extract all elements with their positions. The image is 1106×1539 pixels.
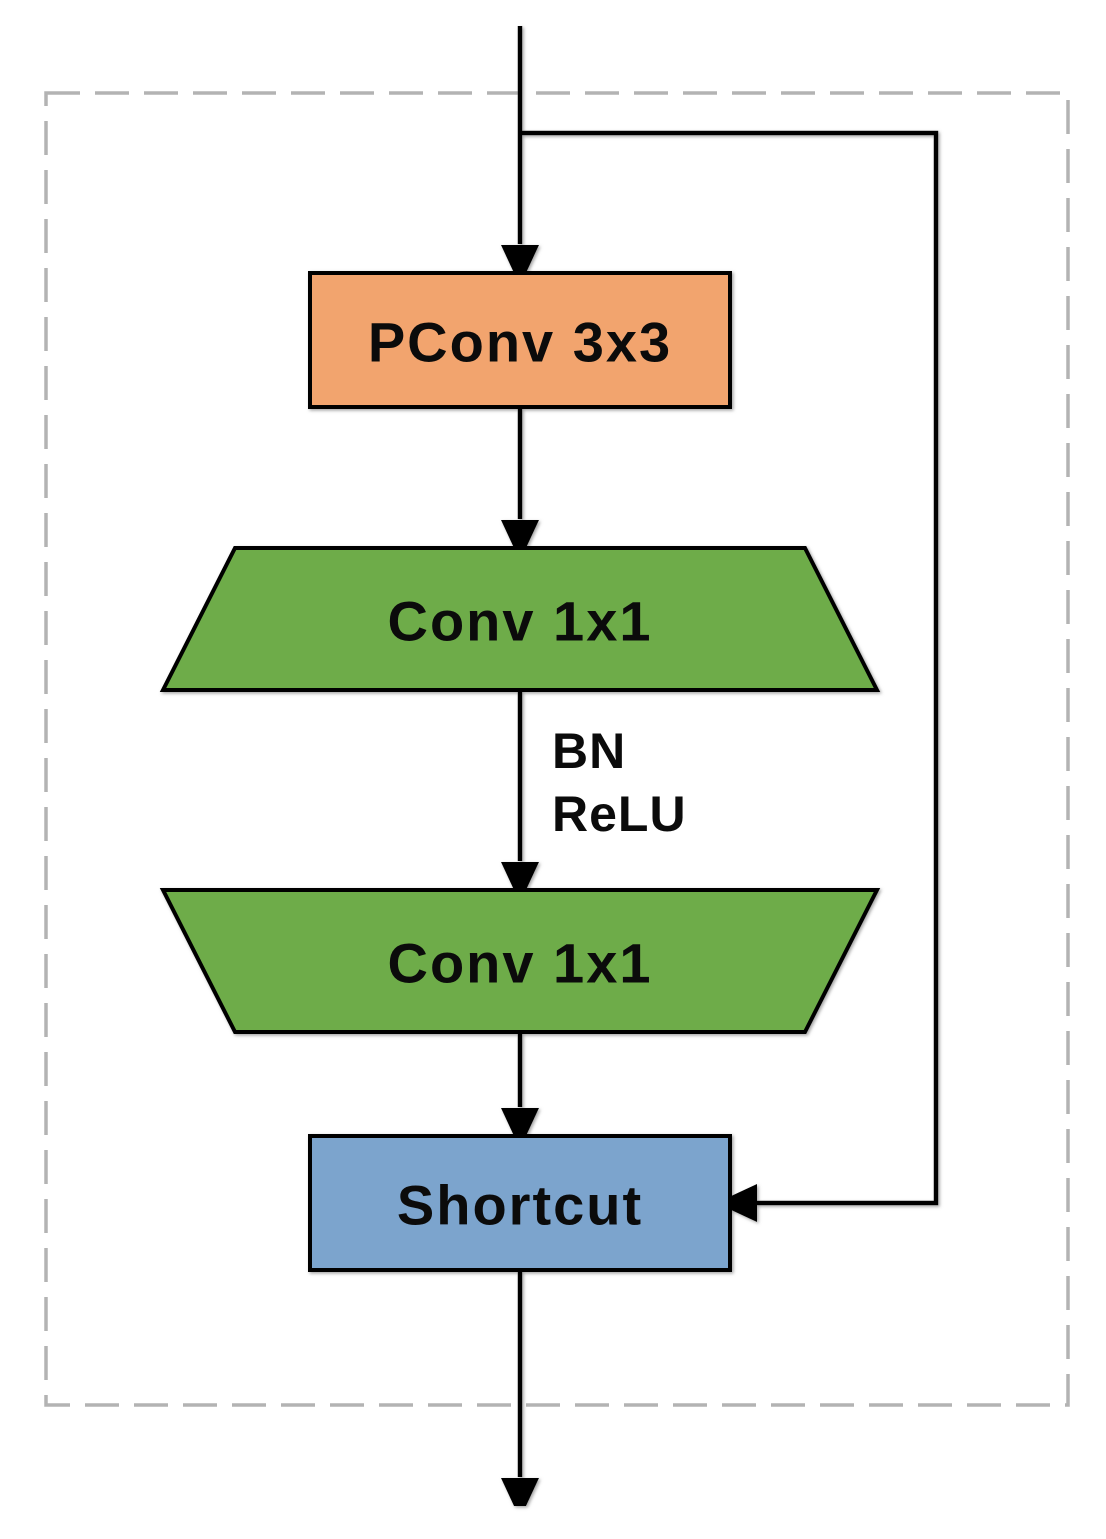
dashed-block-boundary bbox=[44, 91, 1070, 1407]
arrowhead-into-conv-top bbox=[501, 520, 539, 548]
pconv-node bbox=[308, 271, 732, 409]
bn-label: BN bbox=[552, 723, 626, 779]
conv1x1-top-node bbox=[159, 546, 881, 692]
arrowhead-into-conv-bottom bbox=[501, 862, 539, 890]
conv1x1-top-label: Conv 1x1 bbox=[388, 590, 653, 653]
arrowhead-output bbox=[501, 1478, 539, 1506]
shortcut-node bbox=[308, 1134, 732, 1272]
conv1x1-bottom-label: Conv 1x1 bbox=[388, 932, 653, 995]
conv1x1-bottom-node bbox=[159, 888, 881, 1034]
skip-connection-line bbox=[520, 130, 939, 1206]
shortcut-label: Shortcut bbox=[397, 1174, 643, 1237]
arrowhead-into-shortcut-top bbox=[501, 1108, 539, 1136]
pconv-label: PConv 3x3 bbox=[368, 311, 672, 374]
arrowhead-into-shortcut-side bbox=[729, 1184, 757, 1222]
arrowhead-into-pconv bbox=[501, 245, 539, 273]
relu-label: ReLU bbox=[552, 786, 687, 842]
